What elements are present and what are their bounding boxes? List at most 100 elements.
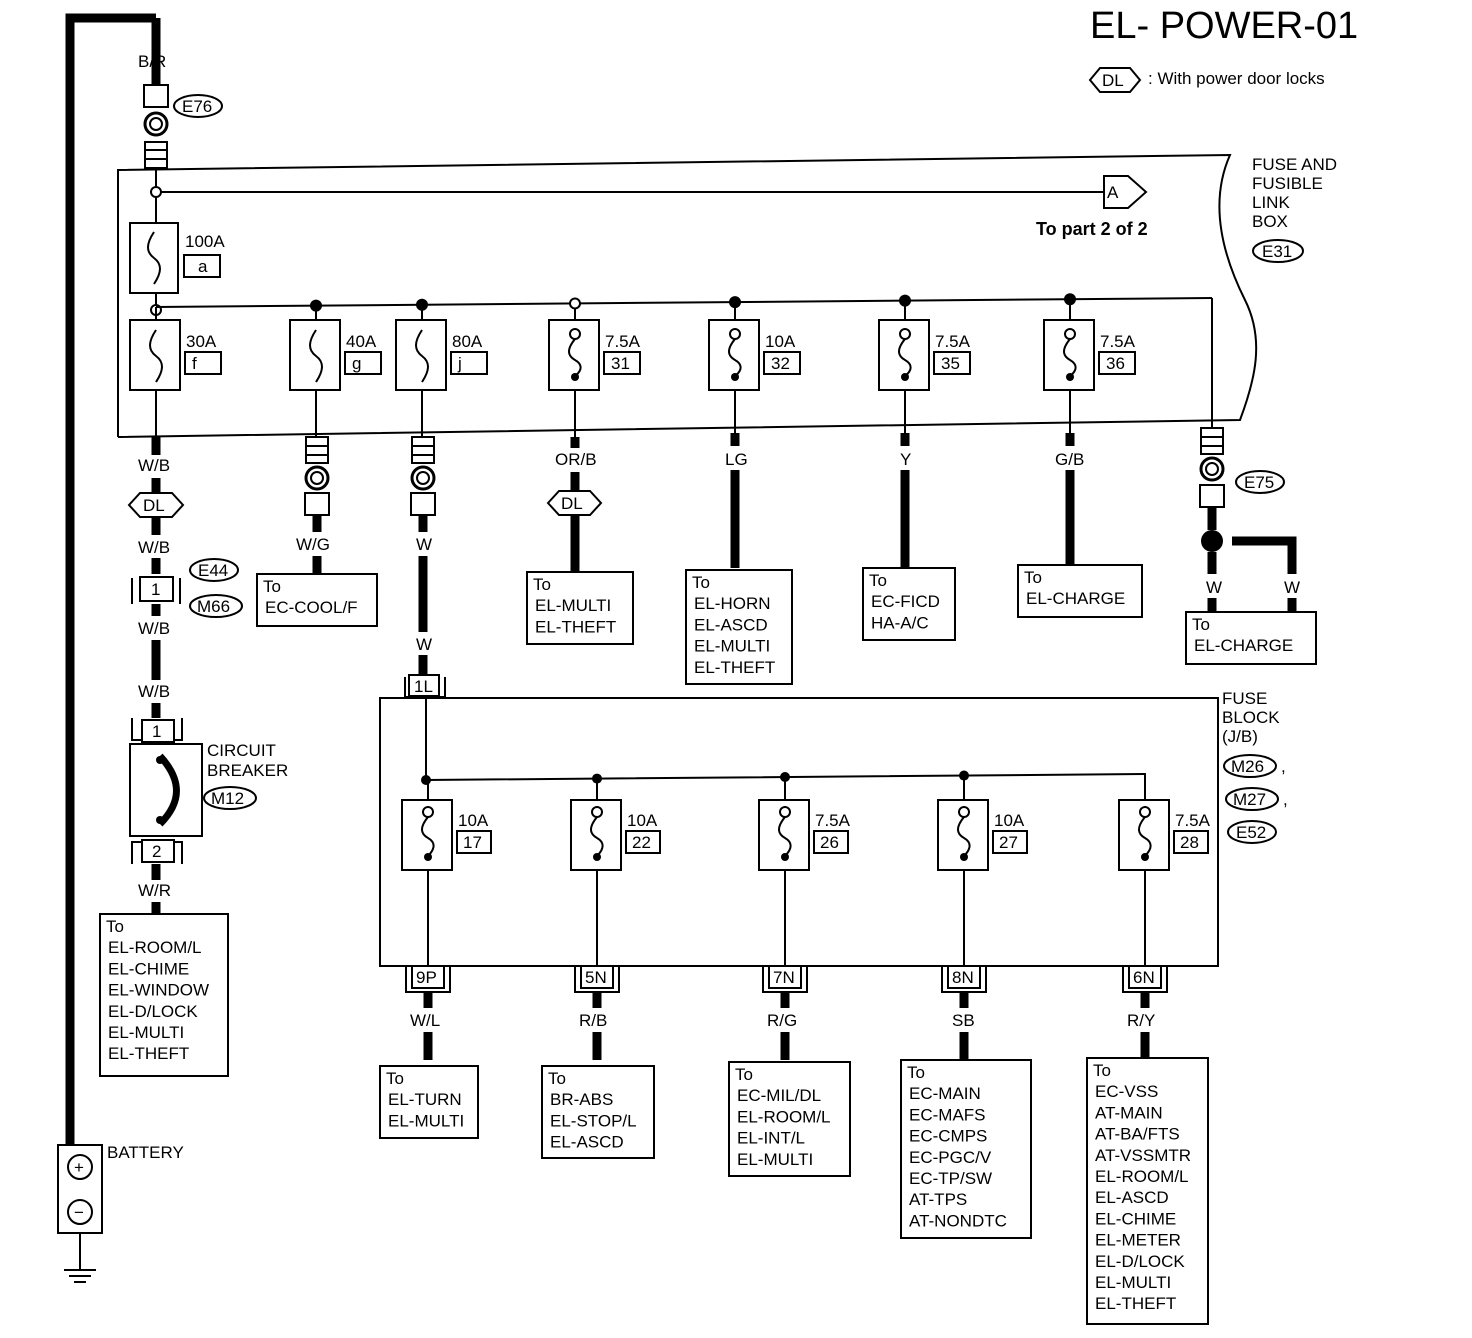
battery-main-wire bbox=[65, 13, 156, 1150]
destination-line: BR-ABS bbox=[550, 1090, 613, 1109]
e44-m66-connector bbox=[139, 576, 174, 602]
breaker-label-2: BREAKER bbox=[207, 761, 288, 780]
fuse-100a-rating: 100A bbox=[185, 232, 225, 251]
fuse-link-box-label-1: FUSE AND bbox=[1252, 155, 1337, 174]
connector-e75 bbox=[1199, 484, 1225, 508]
grommet-e75 bbox=[1200, 427, 1224, 455]
destination-line: EL-THEFT bbox=[694, 658, 775, 677]
dl-legend-badge-text: DL bbox=[1102, 71, 1124, 90]
connector-bracket bbox=[131, 578, 181, 604]
destination-line: EC-COOL/F bbox=[265, 598, 358, 617]
e44-label: E44 bbox=[198, 561, 228, 580]
connector-40a bbox=[304, 492, 330, 516]
destination-line: EL-HORN bbox=[694, 594, 771, 613]
e76-connector bbox=[143, 84, 169, 108]
wire-w-b-2: W/B bbox=[138, 538, 170, 557]
destination-line: EL-ROOM/L bbox=[1095, 1167, 1189, 1186]
e76-terminal-inner bbox=[149, 117, 163, 131]
destination-line: EL-INT/L bbox=[737, 1129, 805, 1148]
battery-label: BATTERY bbox=[107, 1143, 184, 1162]
fusible-link-symbol bbox=[147, 231, 161, 285]
destination-line: EL-TURN bbox=[388, 1090, 462, 1109]
destination-line: To bbox=[1024, 568, 1042, 587]
destination-line: To bbox=[869, 571, 887, 590]
destination-line: To bbox=[106, 917, 124, 936]
destination-line: EL-MULTI bbox=[694, 637, 770, 656]
link-fuse-g: 40A g bbox=[289, 299, 382, 437]
e44-m66-pin: 1 bbox=[151, 580, 160, 599]
fuse-100a-id: a bbox=[198, 257, 208, 276]
destination-line: To bbox=[533, 575, 551, 594]
to-part-2-text: To part 2 of 2 bbox=[1036, 219, 1148, 239]
m66-label-shape bbox=[189, 594, 243, 618]
jb-fuse-rating: 7.5A bbox=[1175, 811, 1211, 830]
battery-plus-terminal bbox=[67, 1154, 93, 1180]
link-fuse-rating: 40A bbox=[346, 332, 377, 351]
destination-line: EL-WINDOW bbox=[108, 981, 209, 1000]
destination-line: To bbox=[692, 573, 710, 592]
wire-w-e75-left: W bbox=[1206, 578, 1222, 597]
m12-label: M12 bbox=[211, 789, 244, 808]
link-fuse-id: g bbox=[352, 354, 361, 373]
destination-line: EL-MULTI bbox=[737, 1150, 813, 1169]
dl-legend-badge bbox=[1088, 67, 1142, 93]
link-fuse-id: 35 bbox=[941, 354, 960, 373]
wire-w-80a-lower: W bbox=[416, 635, 432, 654]
destination-line: EL-CHIME bbox=[1095, 1209, 1176, 1228]
destination-line: EC-PGC/V bbox=[909, 1148, 992, 1167]
e75-label-shape bbox=[1235, 470, 1285, 494]
destination-line: EL-THEFT bbox=[108, 1044, 189, 1063]
destination-line: EC-VSS bbox=[1095, 1082, 1158, 1101]
destination-line: EC-CMPS bbox=[909, 1127, 987, 1146]
battery-minus: − bbox=[74, 1203, 84, 1222]
destination-line: EL-ASCD bbox=[550, 1133, 624, 1152]
link-fuse-rating: 7.5A bbox=[935, 332, 971, 351]
m27-sep: , bbox=[1283, 790, 1288, 809]
jb-fuse-wire-color: SB bbox=[952, 1011, 975, 1030]
m26-label: M26 bbox=[1231, 757, 1264, 776]
destination-line: EL-ROOM/L bbox=[108, 938, 202, 957]
to-part-2-arrow bbox=[1103, 175, 1148, 209]
link-fuse-rating: 10A bbox=[765, 332, 796, 351]
destination-line: To bbox=[386, 1069, 404, 1088]
link-fuse-wire-color: G/B bbox=[1055, 450, 1084, 469]
destination-line: To bbox=[263, 577, 281, 596]
fuse-link-box-label-2: FUSIBLE bbox=[1252, 174, 1323, 193]
link-fuse-rating: 80A bbox=[452, 332, 483, 351]
m12-label-shape bbox=[203, 786, 257, 810]
jb-fuse-pin: 9P bbox=[416, 968, 437, 987]
terminal-e75-inner bbox=[1205, 462, 1219, 476]
fuse-block-label-1: FUSE bbox=[1222, 689, 1267, 708]
fuse-link-box-label-3: LINK bbox=[1252, 193, 1290, 212]
breaker-pin-2: 2 bbox=[152, 842, 161, 861]
dl-badge-30a bbox=[127, 492, 185, 518]
fuse-bus bbox=[155, 297, 1213, 308]
jb-fuse-wire-color: R/G bbox=[767, 1011, 797, 1030]
destination-line: To bbox=[548, 1069, 566, 1088]
link-fuse-id: f bbox=[192, 354, 197, 373]
wire-w-e75-right: W bbox=[1284, 578, 1300, 597]
link-fuse-id: 32 bbox=[771, 354, 790, 373]
destination-line: EC-MAFS bbox=[909, 1105, 986, 1124]
battery-plus: + bbox=[74, 1158, 84, 1177]
e52-label: E52 bbox=[1236, 823, 1266, 842]
jb-fuse-id: 17 bbox=[463, 833, 482, 852]
fuse-100a-id-box bbox=[183, 254, 221, 278]
link-fuse-id: 31 bbox=[611, 354, 630, 373]
fuse-block-label-3: (J/B) bbox=[1222, 727, 1258, 746]
wire-w-r: W/R bbox=[138, 881, 171, 900]
grommet-80a bbox=[411, 436, 435, 464]
jb-fuse-wire-color: R/Y bbox=[1127, 1011, 1155, 1030]
destination-line: To bbox=[907, 1063, 925, 1082]
destination-line: EC-FICD bbox=[871, 592, 940, 611]
destination-line: AT-TPS bbox=[909, 1190, 967, 1209]
